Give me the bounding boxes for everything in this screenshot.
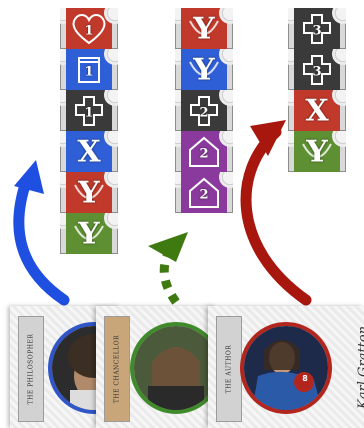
card-title-ribbon: THE AUTHOR <box>216 316 242 422</box>
card-title: THE AUTHOR <box>226 345 233 394</box>
card-title-ribbon: THE CHANCELLOR <box>104 316 130 422</box>
blue-arrow <box>19 182 64 300</box>
card-title: THE PHILOSOPHER <box>28 334 35 405</box>
red-arrow <box>246 132 306 300</box>
author-portrait: 8 <box>240 322 332 414</box>
character-cards: THE PHILOSOPHER THE CHANCELLOR THE AUTHO… <box>0 306 364 428</box>
card-chancellor[interactable]: THE CHANCELLOR <box>96 306 216 428</box>
card-title-ribbon: THE PHILOSOPHER <box>18 316 44 422</box>
card-author[interactable]: THE AUTHOR 8 Karl Gratton <box>208 306 364 428</box>
green-arrow-head <box>148 232 188 262</box>
author-badge: 8 <box>300 374 310 383</box>
author-signature: Karl Gratton <box>356 326 364 409</box>
card-title: THE CHANCELLOR <box>114 335 121 403</box>
